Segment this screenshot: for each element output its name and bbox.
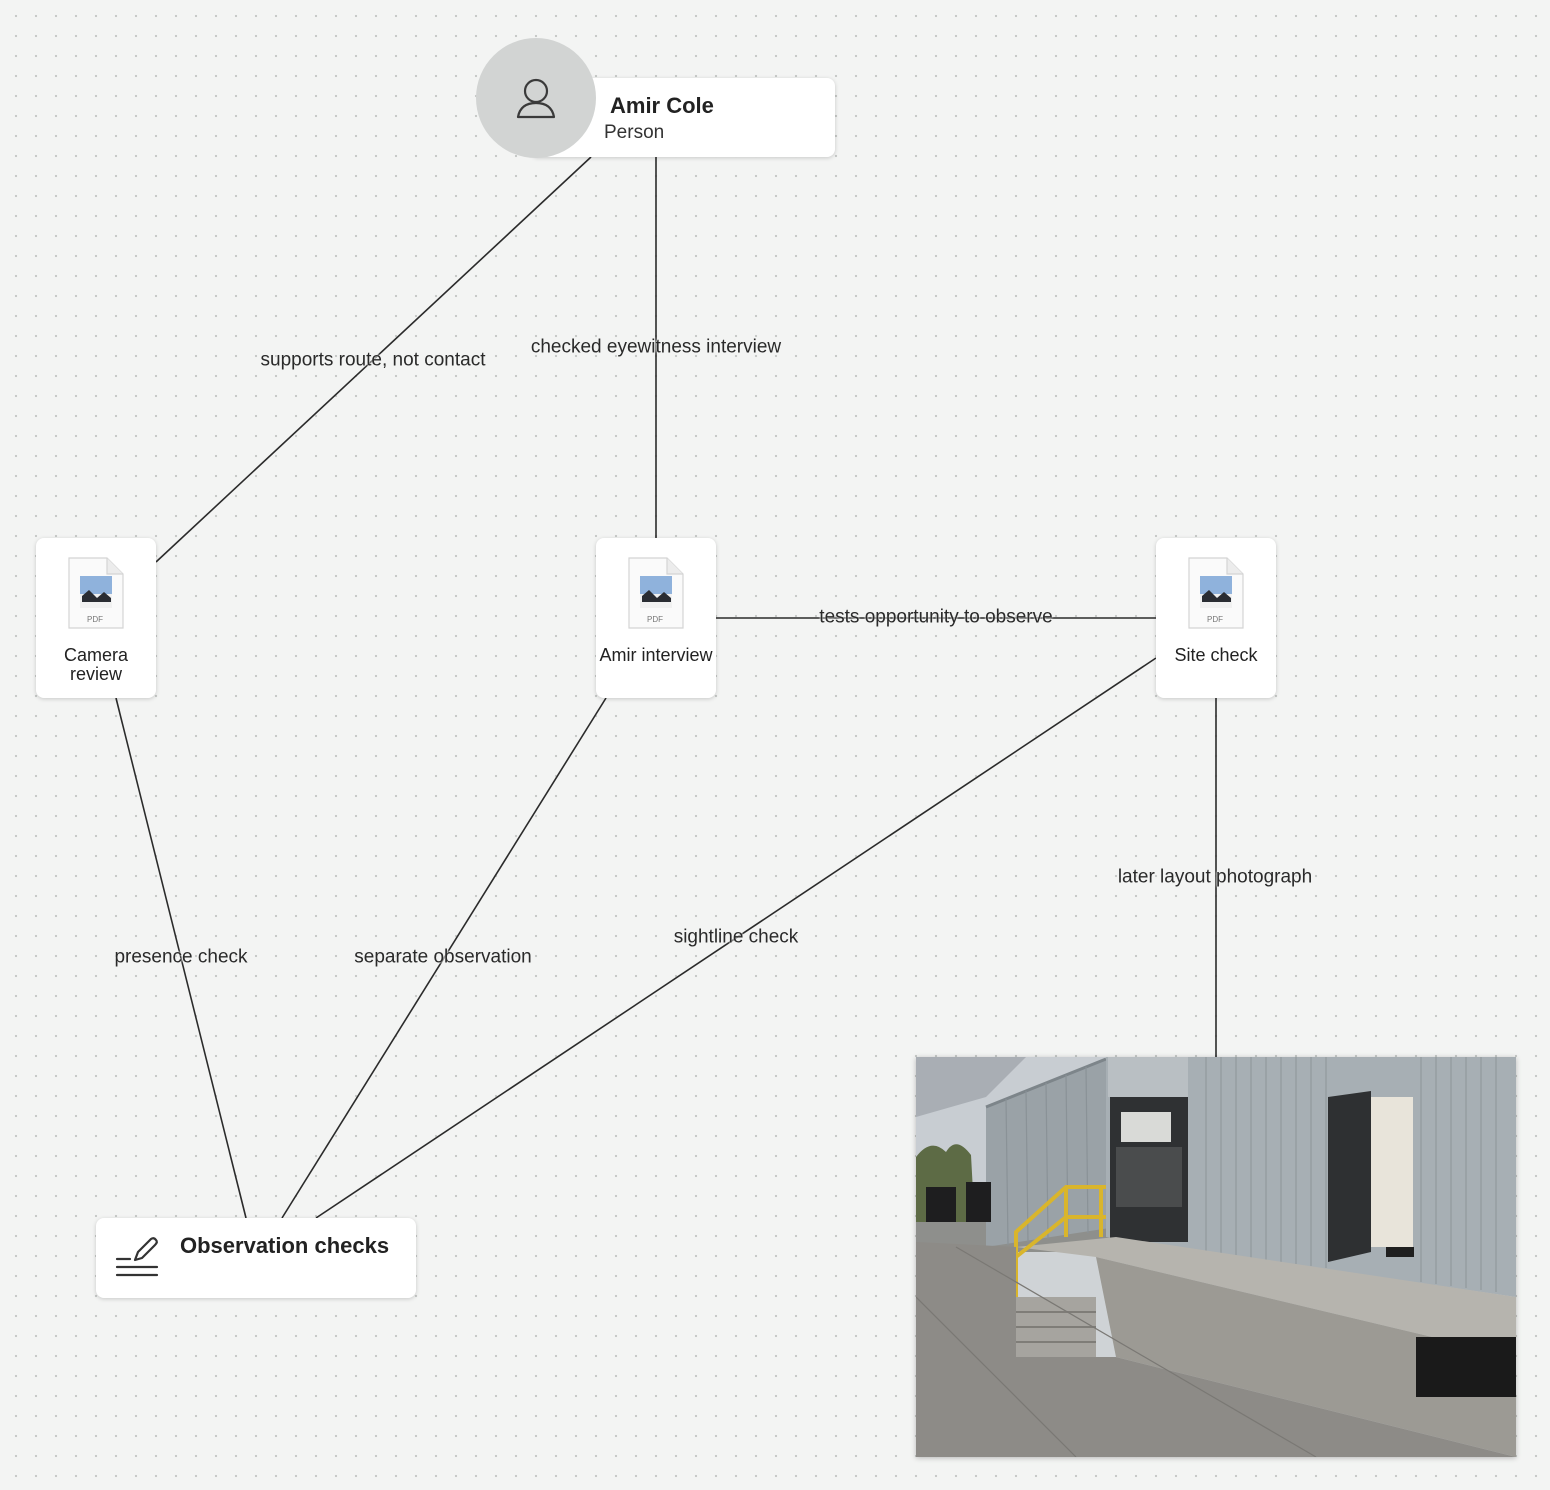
document-label: Camera review [63,645,129,684]
edge-interview-observation[interactable] [281,697,607,1219]
pdf-file-icon: PDF [627,556,685,635]
document-node-camera-review[interactable]: PDF Camera review [36,538,156,698]
document-label: Site check [1174,645,1258,665]
edge-label-person-interview[interactable]: checked eyewitness interview [530,336,782,358]
note-node-observation-checks[interactable]: Observation checks [96,1218,416,1298]
edge-label-camera-observation[interactable]: presence check [114,946,248,968]
pdf-file-icon: PDF [1187,556,1245,635]
pdf-file-icon: PDF [67,556,125,635]
document-node-site-check[interactable]: PDF Site check [1156,538,1276,698]
person-type: Person [604,122,665,143]
warehouse-loading-dock-photo [916,1057,1516,1457]
edge-label-interview-observation[interactable]: separate observation [354,946,532,968]
edge-label-interview-site[interactable]: tests opportunity to observe [819,606,1053,628]
edge-person-camera[interactable] [155,156,592,563]
note-pen-icon [114,1236,160,1283]
person-avatar[interactable] [476,38,596,158]
edge-label-site-photo[interactable]: later layout photograph [1117,866,1313,888]
edge-label-person-camera[interactable]: supports route, not contact [260,349,486,371]
pdf-badge: PDF [87,615,103,624]
document-label: Amir interview [599,645,713,665]
note-label: Observation checks [180,1233,390,1258]
edge-camera-observation[interactable] [115,697,247,1219]
edge-label-site-observation[interactable]: sightline check [673,926,799,948]
pdf-badge: PDF [1207,615,1223,624]
person-node-amir-cole[interactable]: Amir Cole Person [530,78,835,157]
image-node-warehouse-photo[interactable] [916,1057,1516,1457]
person-icon [516,78,556,119]
document-node-amir-interview[interactable]: PDF Amir interview [596,538,716,698]
person-name: Amir Cole [610,93,714,118]
edge-site-observation[interactable] [315,657,1157,1219]
pdf-badge: PDF [647,615,663,624]
